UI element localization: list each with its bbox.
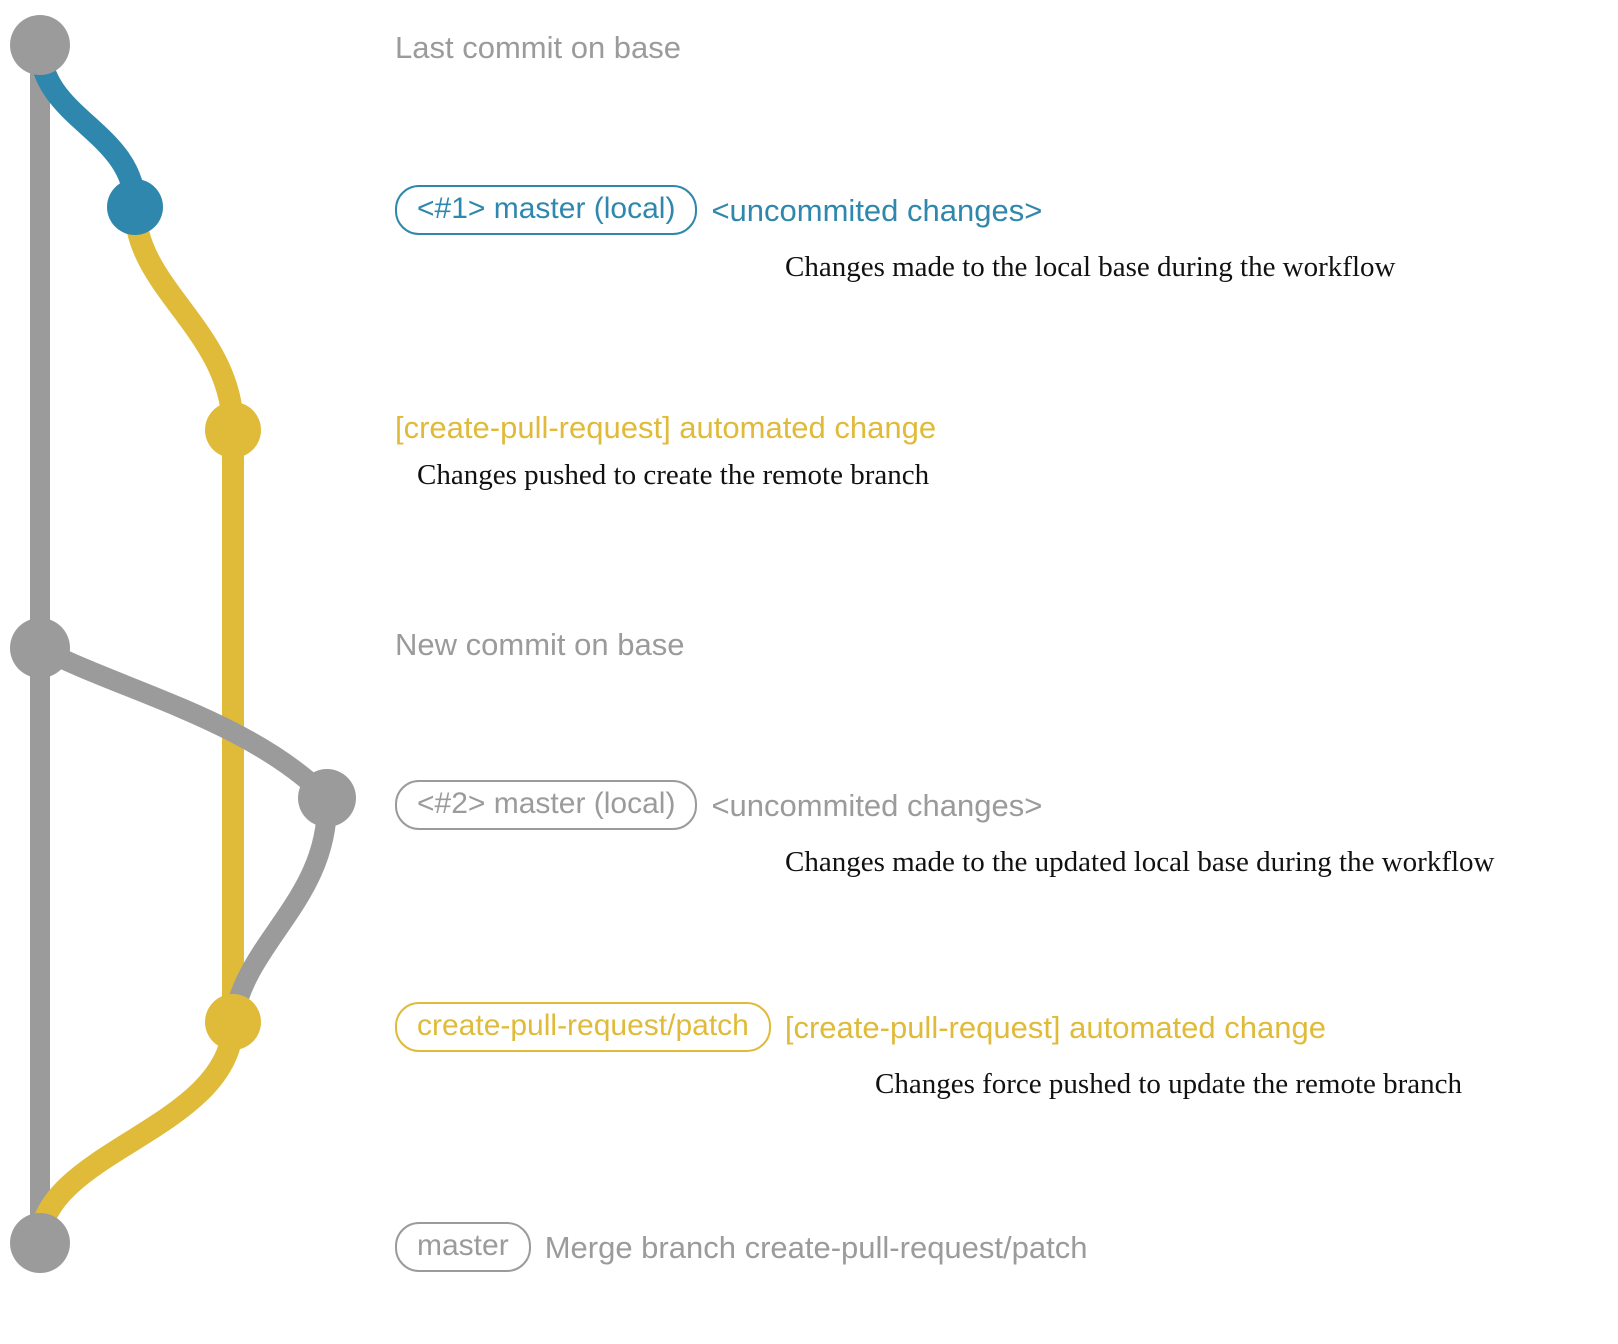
commit-description-automated-change-1: Changes pushed to create the remote bran… [417, 459, 930, 491]
patch-merge-line [29, 1011, 244, 1254]
branch-badge-local-master-1[interactable]: <#1> master (local) [395, 185, 698, 235]
commit-row-new-commit-on-base: New commit on base [395, 629, 684, 660]
commit-row-automated-change-2: create-pull-request/patch [create-pull-re… [395, 1002, 1462, 1101]
commit-title-automated-change-2: [create-pull-request] automated change [784, 1009, 1326, 1045]
commit-row-header: master Merge branch create-pull-request/p… [395, 1222, 1087, 1272]
branch-badge-merge-master[interactable]: master [395, 1222, 531, 1272]
commit-node-local-master-2 [298, 769, 356, 827]
commit-row-header: Last commit on base [395, 32, 681, 63]
commit-title-local-master-1: <uncommited changes> [711, 192, 1043, 228]
commit-title-merge-master: Merge branch create-pull-request/patch [544, 1229, 1088, 1265]
commit-node-new-base [10, 618, 70, 678]
branch-badge-local-master-2[interactable]: <#2> master (local) [395, 780, 698, 830]
commit-description-local-master-1: Changes made to the local base during th… [785, 251, 1396, 283]
commit-node-automated-change-2 [205, 994, 261, 1050]
updated-local-out-line [30, 638, 337, 808]
commit-row-local-master-2: <#2> master (local) <uncommited changes> C… [395, 780, 1495, 879]
commit-row-header: create-pull-request/patch [create-pull-re… [395, 1002, 1462, 1052]
commit-row-local-master-1: <#1> master (local) <uncommited changes> C… [395, 185, 1395, 284]
commit-row-header: [create-pull-request] automated change [395, 412, 936, 443]
commit-row-last-commit-on-base: Last commit on base [395, 32, 681, 63]
commit-row-header: <#2> master (local) <uncommited changes> [395, 780, 1495, 830]
commit-graph-svg [10, 15, 356, 1273]
updated-local-return-line [223, 788, 338, 1032]
commit-row-merge-master: master Merge branch create-pull-request/p… [395, 1222, 1087, 1272]
commit-row-header: New commit on base [395, 629, 684, 660]
commit-row-header: <#1> master (local) <uncommited changes> [395, 185, 1395, 235]
commit-title-automated-change-1: [create-pull-request] automated change [395, 410, 937, 445]
commit-node-merge-master [10, 1213, 70, 1273]
commit-title-new-commit-on-base: New commit on base [395, 627, 685, 662]
commit-node-automated-change-1 [205, 402, 261, 458]
patch-branch-lane [124, 196, 244, 1033]
commit-description-automated-change-2: Changes force pushed to update the remot… [875, 1068, 1463, 1100]
commit-description-local-master-2: Changes made to the updated local base d… [785, 846, 1495, 878]
commit-node-local-master-1 [107, 179, 163, 235]
commit-node-last-base [10, 15, 70, 75]
commit-title-local-master-2: <uncommited changes> [711, 787, 1043, 823]
branch-badge-automated-change-2[interactable]: create-pull-request/patch [395, 1002, 771, 1052]
commit-title-last-commit-on-base: Last commit on base [395, 30, 682, 65]
